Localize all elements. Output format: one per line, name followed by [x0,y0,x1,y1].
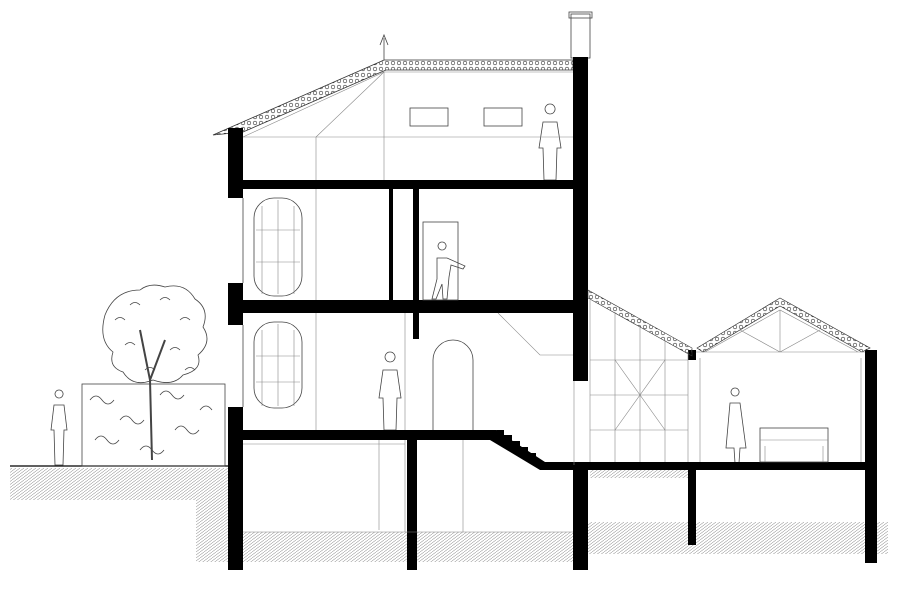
tree [102,284,208,461]
ground [10,465,888,562]
window-ground-floor [253,321,303,409]
main-roof [212,33,574,180]
arched-doorway [432,339,474,430]
chimney [570,13,591,59]
window-first-floor [253,197,303,297]
person-attic [538,103,562,181]
door [422,221,459,301]
garden-hedge [81,383,226,467]
person-first-floor [431,241,466,300]
structure-cut [228,57,877,570]
interior-lines [242,189,575,533]
pavilion [696,297,871,463]
attic-skylight [483,107,523,127]
person-ground-floor [378,351,402,431]
attic-skylight [409,107,449,127]
person-garden [50,389,68,466]
greenhouse [587,289,693,462]
person-pavilion [725,387,747,464]
chimney-cap [568,11,593,19]
bench [759,427,829,463]
